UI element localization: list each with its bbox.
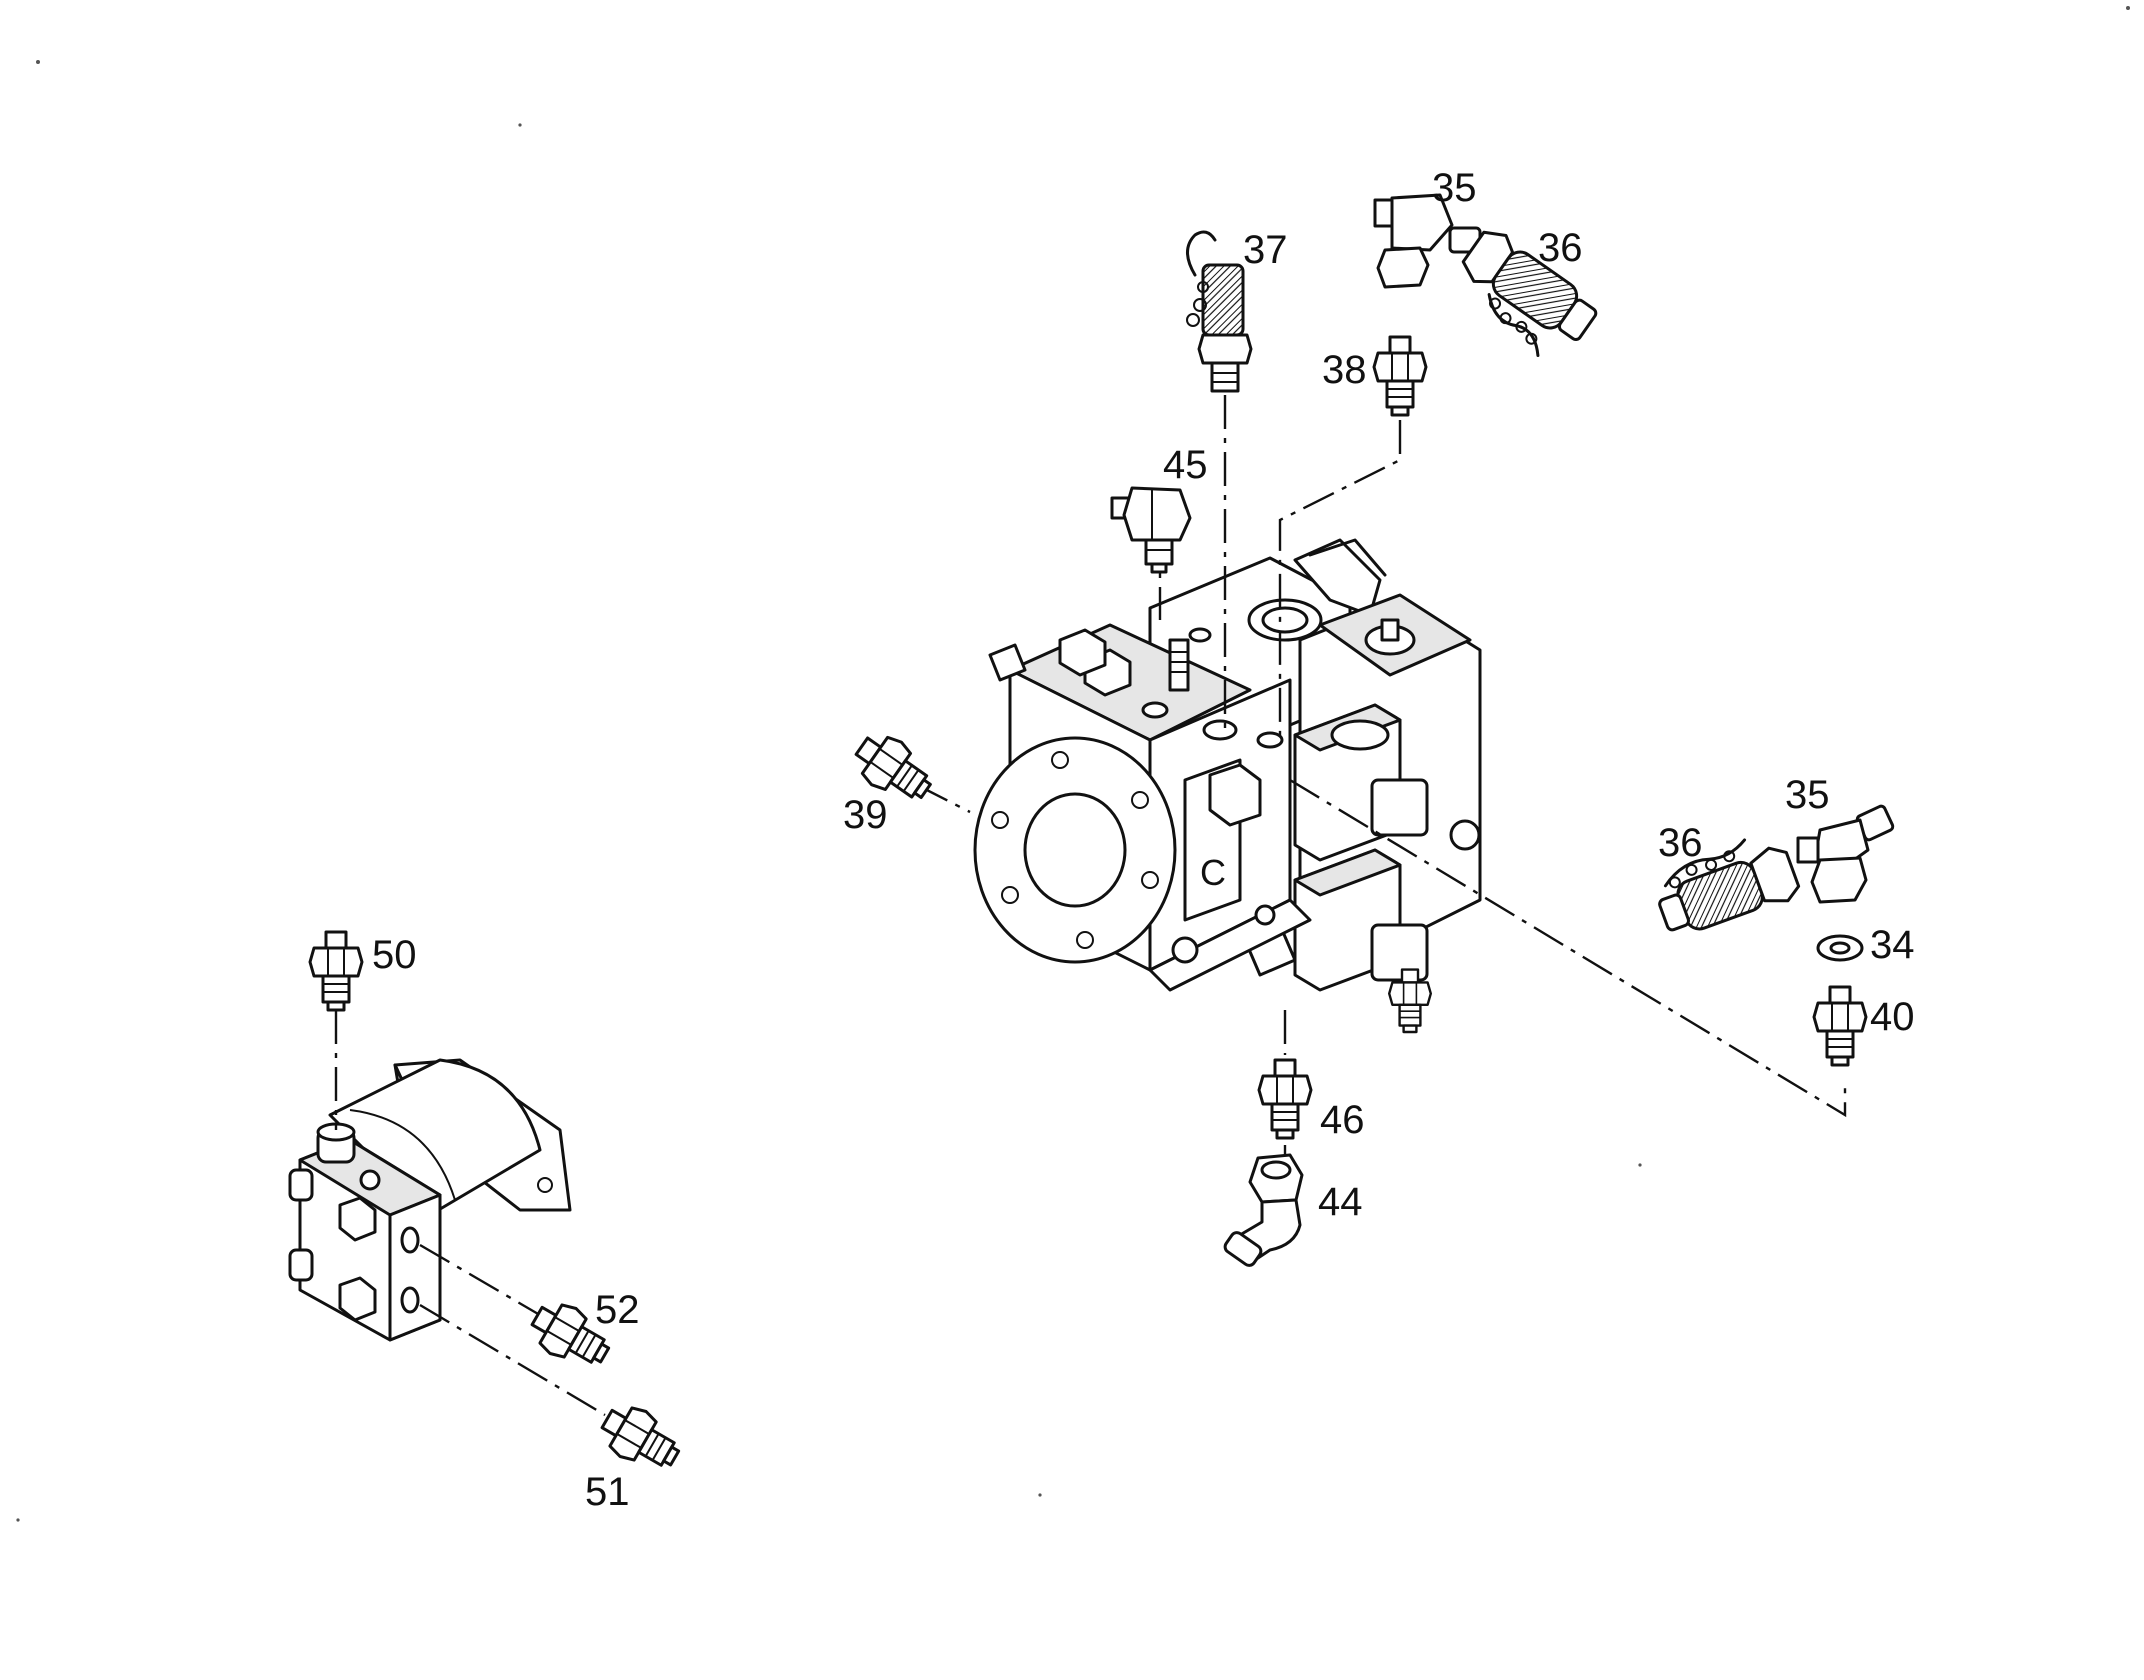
callout-35-top: 35 <box>1432 166 1477 210</box>
callout-37: 37 <box>1243 228 1288 272</box>
part-38-fitting <box>1372 335 1428 417</box>
callout-46: 46 <box>1320 1098 1365 1142</box>
part-35-elbow-fitting-top <box>1373 193 1482 289</box>
callout-38: 38 <box>1322 348 1367 392</box>
callout-51: 51 <box>585 1470 630 1514</box>
part-36-hose-coupler-right <box>1658 838 1801 932</box>
callout-39: 39 <box>843 793 888 837</box>
callout-50: 50 <box>372 933 417 977</box>
part-37-pressure-switch <box>1186 230 1253 393</box>
part-34-washer <box>1816 934 1864 962</box>
callout-52: 52 <box>595 1288 640 1332</box>
part-36-hose-coupler-top <box>1461 230 1598 358</box>
callout-36-right: 36 <box>1658 821 1703 865</box>
callout-45: 45 <box>1163 443 1208 487</box>
callout-44: 44 <box>1318 1180 1363 1224</box>
part-45-hex-plug <box>1110 486 1192 574</box>
part-50-fitting <box>308 930 364 1012</box>
part-46-fitting <box>1257 1058 1313 1140</box>
callout-35-right: 35 <box>1785 773 1830 817</box>
gear-pump-centerlines <box>334 1010 606 1417</box>
callout-34: 34 <box>1870 923 1915 967</box>
gear-pump-assembly <box>288 1058 572 1342</box>
part-51-fitting <box>592 1394 690 1483</box>
part-40-fitting <box>1812 985 1868 1067</box>
part-35-elbow-fitting-right <box>1796 804 1895 904</box>
scan-specks <box>16 6 2130 1522</box>
part-44-elbow-fitting <box>1223 1153 1304 1267</box>
callout-36-top: 36 <box>1538 226 1583 270</box>
svg-text:C: C <box>1200 852 1226 893</box>
callout-40: 40 <box>1870 995 1915 1039</box>
main-pump-assembly: C <box>973 538 1482 1034</box>
